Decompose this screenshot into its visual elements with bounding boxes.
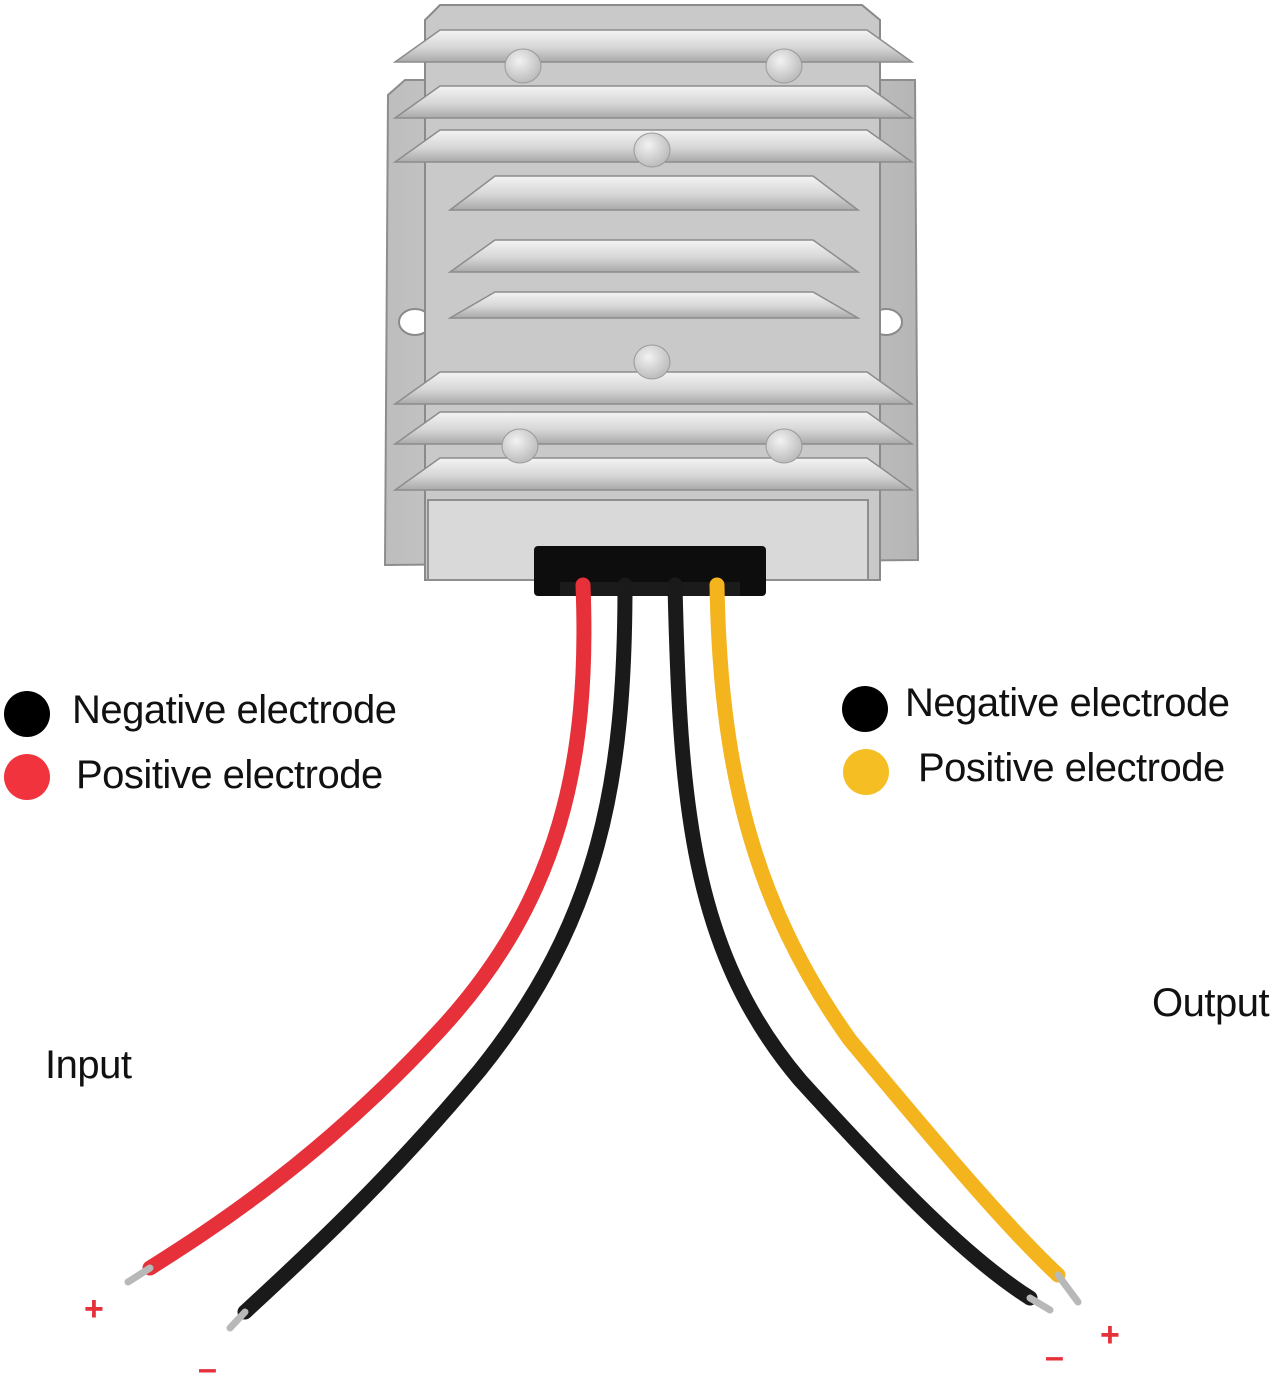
bolt: [501, 428, 539, 464]
legend-left-negative-dot: [4, 691, 50, 737]
legend-right-negative-label: Negative electrode: [905, 681, 1230, 725]
output-label: Output: [1152, 981, 1270, 1025]
heatsink-fins: [392, 29, 915, 491]
legend-right-positive-label: Positive electrode: [918, 746, 1225, 790]
heatsink-fin: [392, 457, 915, 491]
wire-black-output-negative: [667, 577, 1038, 1306]
output-plus-sign: +: [1100, 1316, 1120, 1354]
input-label: Input: [45, 1043, 132, 1087]
bolt: [765, 428, 803, 464]
bolt: [633, 132, 671, 168]
wires: [124, 577, 1082, 1332]
legend-right-negative-dot: [842, 686, 888, 732]
wire-black-input-negative: [237, 577, 633, 1320]
heatsink-fin: [447, 291, 861, 319]
bolt: [504, 48, 542, 84]
legend-right-positive-dot: [843, 749, 889, 795]
legend-left-positive-label: Positive electrode: [76, 753, 383, 797]
converter-housing: [383, 4, 920, 596]
bolt: [765, 48, 803, 84]
input-plus-sign: +: [84, 1290, 104, 1328]
wire-tip-black-left: [226, 1308, 249, 1332]
wire-tip-black-right: [1026, 1294, 1054, 1314]
input-minus-sign: –: [198, 1350, 217, 1388]
heatsink-fin: [447, 175, 861, 211]
heatsink-fin: [447, 239, 861, 273]
bolt: [633, 344, 671, 380]
wire-tip-red: [124, 1264, 154, 1286]
legend-left-positive-dot: [4, 754, 50, 800]
output-minus-sign: –: [1045, 1338, 1064, 1376]
heatsink-fin: [392, 29, 915, 63]
legend-left-negative-label: Negative electrode: [72, 688, 397, 732]
grommet-lip: [560, 582, 740, 596]
wire-tip-yellow: [1054, 1271, 1082, 1306]
wire-yellow-output-positive: [709, 577, 1066, 1283]
heatsink-fin: [392, 411, 915, 445]
heatsink-fin: [392, 85, 915, 119]
wire-red-input-positive: [142, 577, 592, 1276]
heatsink-fin: [392, 371, 915, 405]
